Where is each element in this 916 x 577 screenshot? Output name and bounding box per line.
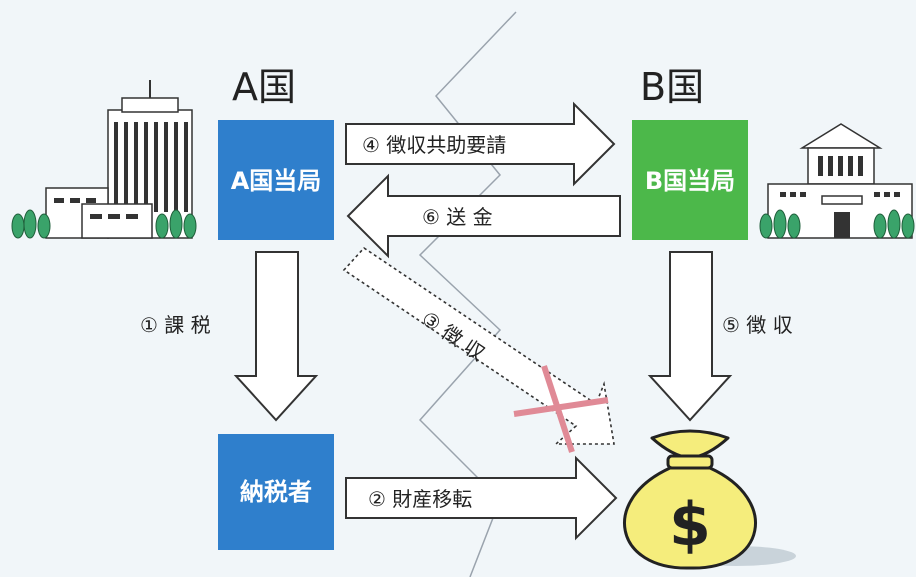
step-1-label: ① 課 税 <box>140 313 211 337</box>
authority-a-box <box>218 120 334 240</box>
country-b-title: B国 <box>640 65 704 109</box>
office-building-icon <box>11 80 197 239</box>
authority-b-box <box>632 120 748 240</box>
remittance-arrow <box>346 173 621 259</box>
taxation-arrow <box>233 251 319 422</box>
collection-b-arrow <box>647 251 733 422</box>
step-6-label: ⑥ 送 金 <box>422 205 493 229</box>
step-4-label: ④ 徴収共助要請 <box>362 133 506 157</box>
money-bag-icon: $ <box>623 429 796 570</box>
taxpayer-label: 納税者 <box>240 478 312 506</box>
step-5-label: ⑤ 徴 収 <box>722 313 793 337</box>
asset-transfer-arrow <box>345 455 618 541</box>
currency-symbol: $ <box>669 490 711 560</box>
authority-a-label: A国当局 <box>231 167 322 195</box>
taxpayer-box <box>218 434 334 550</box>
country-a-title: A国 <box>232 65 296 109</box>
request-arrow <box>345 101 616 187</box>
authority-b-label: B国当局 <box>645 167 735 195</box>
government-building-icon <box>759 123 915 239</box>
cross-mark <box>513 365 609 453</box>
step-2-label: ② 財産移転 <box>368 487 472 511</box>
